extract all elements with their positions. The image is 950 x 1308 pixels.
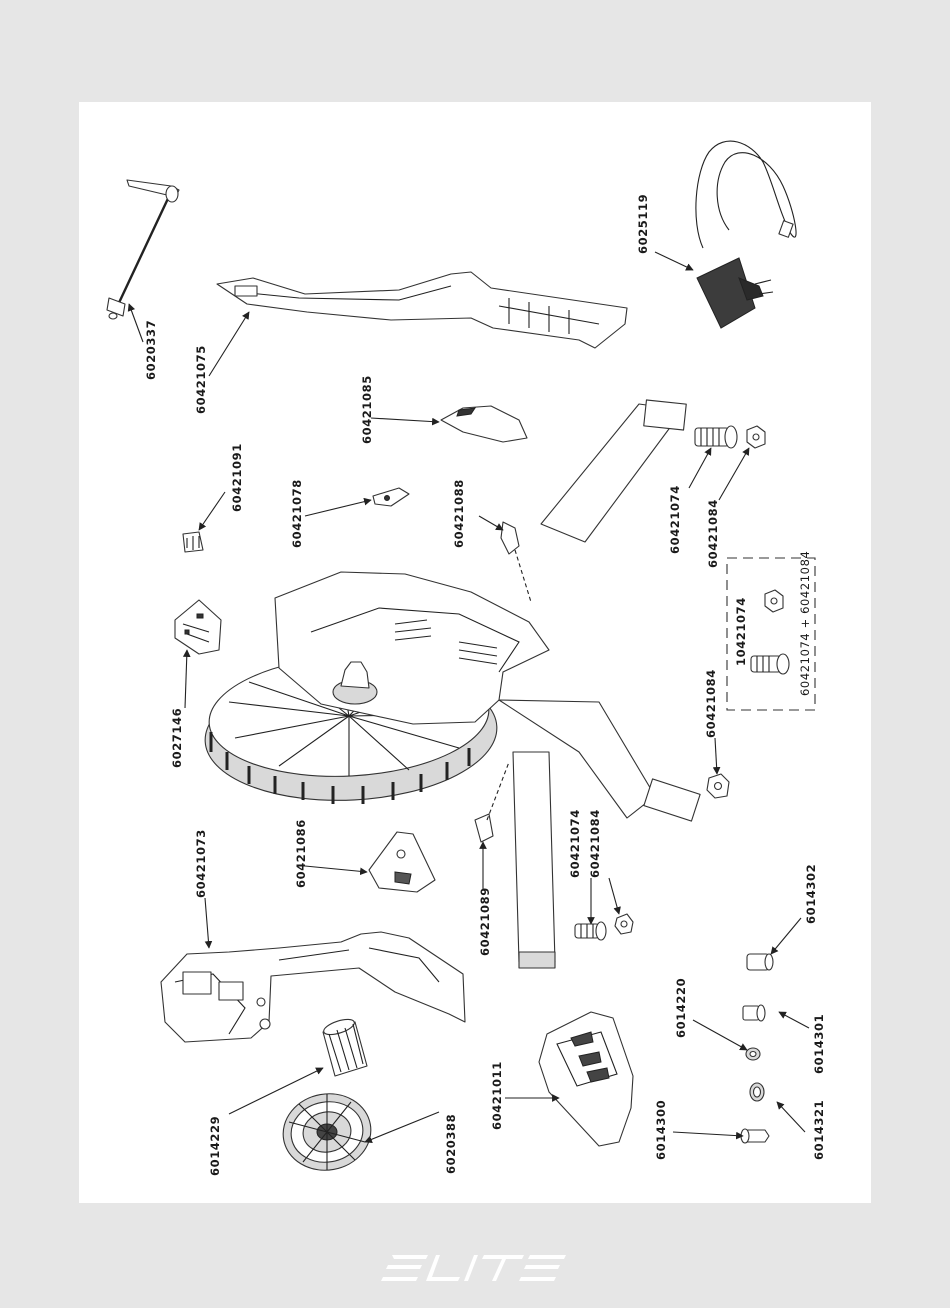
bolt-nut-bottom-part bbox=[575, 914, 633, 940]
triangle-cover-part bbox=[369, 832, 435, 892]
sensor-part bbox=[501, 522, 531, 602]
label-6014321: 6014321 bbox=[812, 1100, 826, 1160]
label-60421078: 60421078 bbox=[290, 479, 304, 548]
label-60421088: 60421088 bbox=[452, 479, 466, 548]
label-6014301: 6014301 bbox=[812, 1014, 826, 1074]
label-10421074: 10421074 bbox=[734, 597, 748, 666]
label-6014302: 6014302 bbox=[804, 864, 818, 924]
trainer-body-part bbox=[202, 400, 700, 968]
label-60421074-plus-60421084: 60421074 + 60421084 bbox=[798, 551, 812, 696]
cover-60421011-part bbox=[539, 1012, 633, 1146]
cover-piece-part bbox=[441, 406, 527, 442]
label-60421084-front: 60421084 bbox=[704, 669, 718, 738]
label-6020388: 6020388 bbox=[444, 1114, 458, 1174]
label-6020337: 6020337 bbox=[144, 320, 158, 380]
label-60421073: 60421073 bbox=[194, 829, 208, 898]
label-60421085: 60421085 bbox=[360, 375, 374, 444]
adapter-6014321-part bbox=[750, 1083, 764, 1101]
label-60421074-bottom: 60421074 bbox=[568, 809, 582, 878]
adapter-6014301-part bbox=[743, 1005, 765, 1021]
power-adapter-part bbox=[696, 141, 796, 328]
label-60421011: 60421011 bbox=[490, 1061, 504, 1130]
elite-logo bbox=[380, 1253, 566, 1283]
side-cover-part bbox=[161, 932, 465, 1042]
endcap-6014300-part bbox=[741, 1129, 769, 1143]
label-60421074-right: 60421074 bbox=[668, 485, 682, 554]
label-60421084-bottom: 60421084 bbox=[588, 809, 602, 878]
bracket-part bbox=[373, 488, 409, 506]
skewer-part bbox=[107, 180, 179, 319]
cassette-part bbox=[277, 1087, 377, 1177]
label-60421084-right: 60421084 bbox=[706, 499, 720, 568]
spacer-6014302-part bbox=[747, 954, 773, 970]
circuit-board-part bbox=[175, 600, 221, 654]
freehub-part bbox=[322, 1016, 367, 1076]
label-6025119: 6025119 bbox=[636, 194, 650, 254]
exploded-parts-diagram: 6020337 60421075 6025119 60421085 604210… bbox=[79, 102, 871, 1203]
label-6014229: 6014229 bbox=[208, 1116, 222, 1176]
nut-front-part bbox=[707, 774, 729, 798]
label-60421075: 60421075 bbox=[194, 345, 208, 414]
label-60421091: 60421091 bbox=[230, 443, 244, 512]
diagram-sheet: 6020337 60421075 6025119 60421085 604210… bbox=[79, 102, 871, 1203]
small-bracket-part bbox=[475, 762, 509, 842]
label-6014220: 6014220 bbox=[674, 978, 688, 1038]
washer-6014220-part bbox=[746, 1048, 760, 1060]
top-cover-part bbox=[217, 272, 627, 348]
bolt-nut-right-part bbox=[695, 426, 765, 448]
label-60421086: 60421086 bbox=[294, 819, 308, 888]
label-6014300: 6014300 bbox=[654, 1100, 668, 1160]
clip-part bbox=[183, 532, 203, 552]
label-60421089: 60421089 bbox=[478, 887, 492, 956]
label-6027146: 6027146 bbox=[170, 708, 184, 768]
